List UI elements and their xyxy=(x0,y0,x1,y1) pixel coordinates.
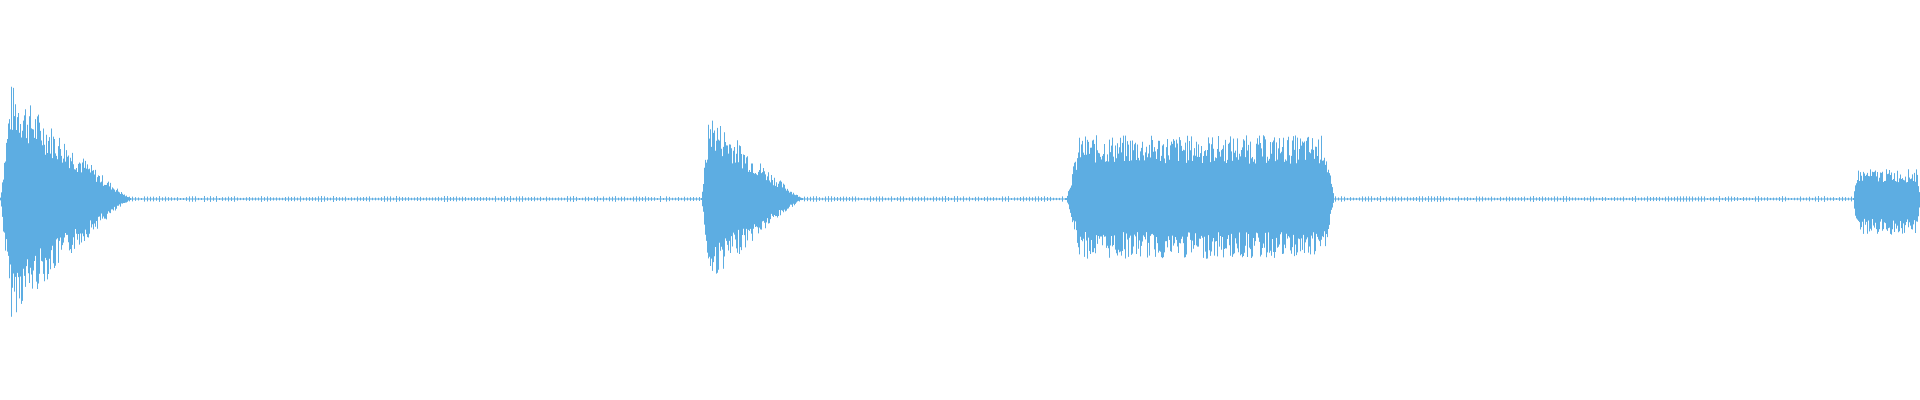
waveform-signal xyxy=(0,86,1920,317)
waveform-bars xyxy=(0,86,1920,317)
